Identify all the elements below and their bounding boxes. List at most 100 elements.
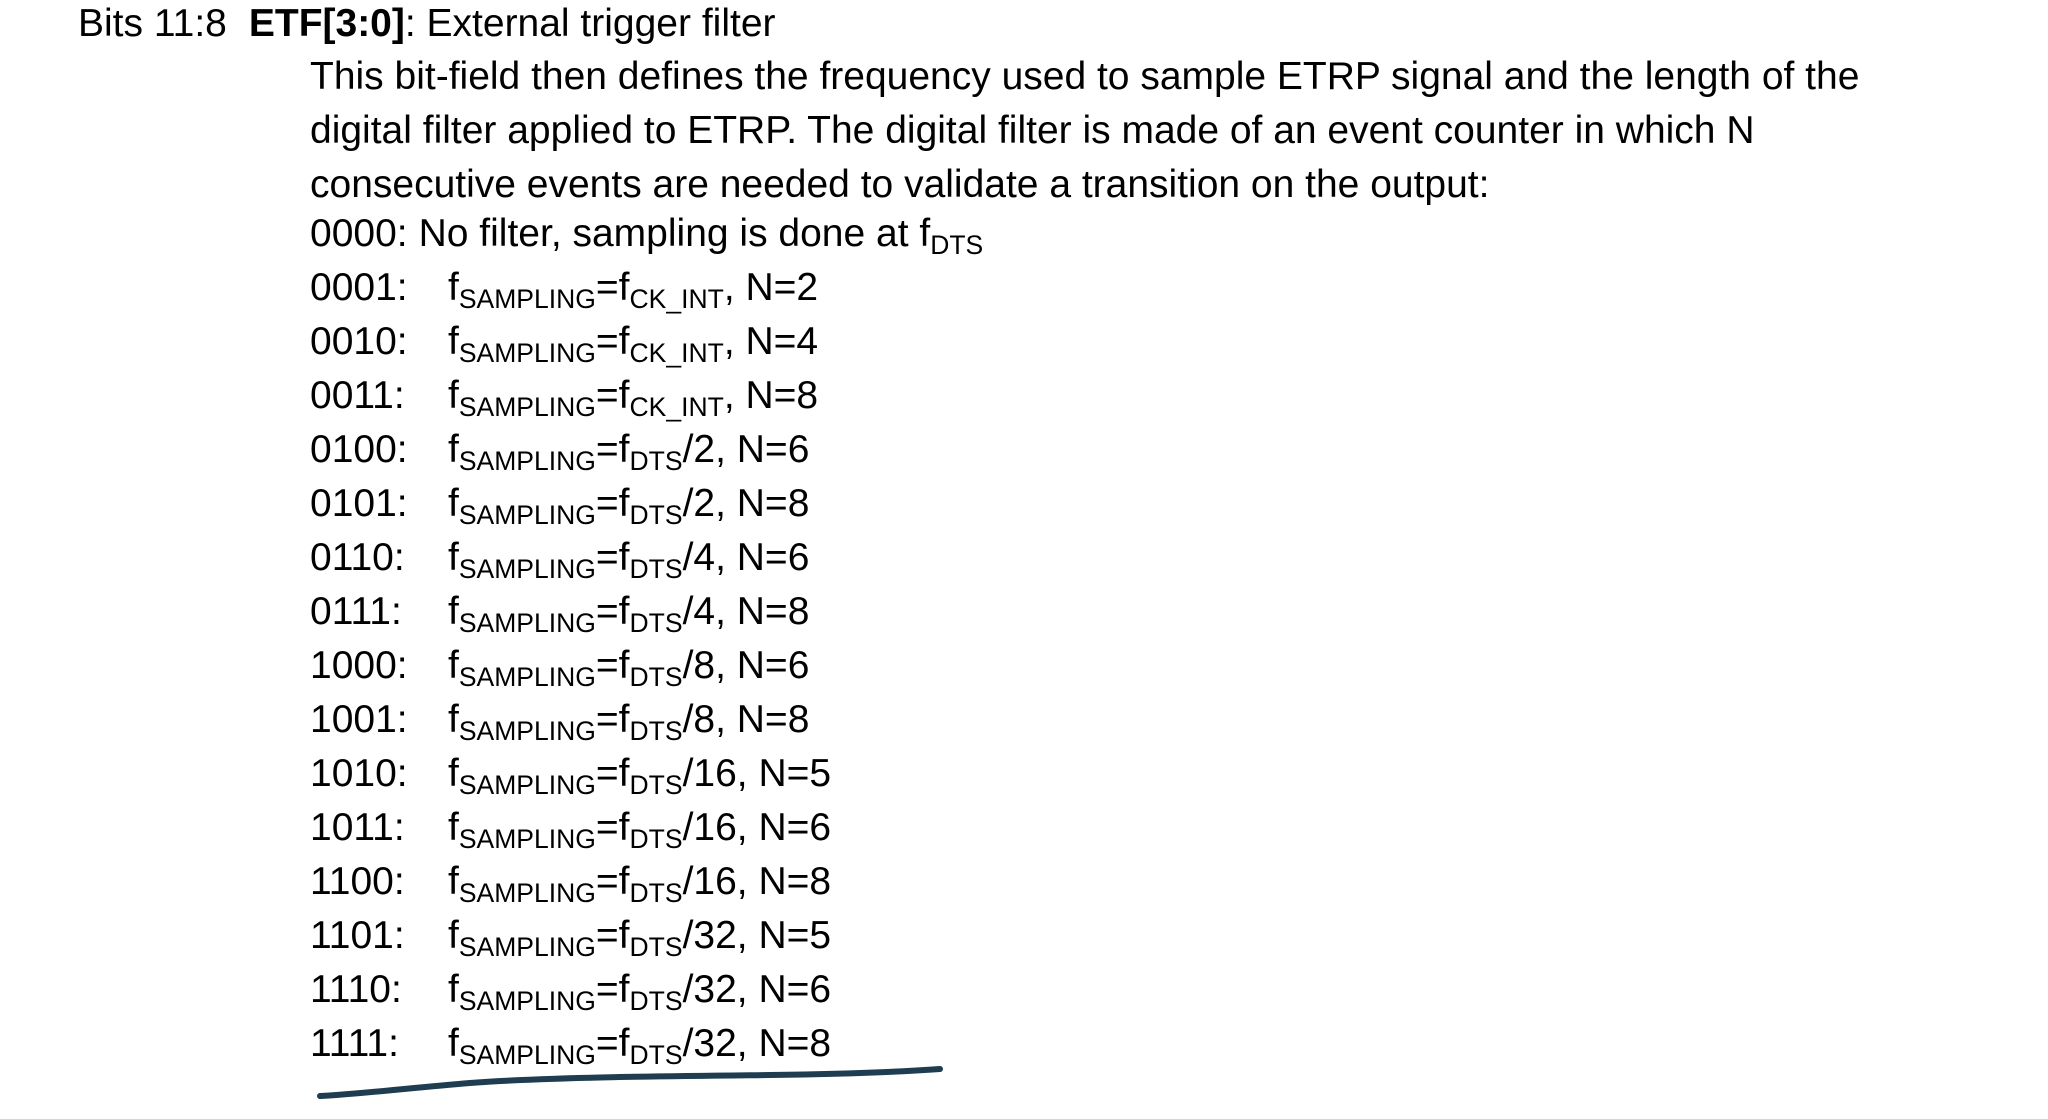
formula-subscript: CK_INT xyxy=(629,391,724,422)
formula-text: =f xyxy=(595,374,630,417)
encoding-description: fSAMPLING=fDTS/32, N=5 xyxy=(448,914,832,960)
formula-text: /16, N=6 xyxy=(682,806,832,849)
formula-subscript: DTS xyxy=(629,715,683,746)
encoding-code: 1001: xyxy=(310,698,408,741)
formula-text: f xyxy=(448,428,459,471)
formula-subscript: DTS xyxy=(629,931,683,962)
encoding-code: 1000: xyxy=(310,644,408,687)
formula-subscript: SAMPLING xyxy=(458,823,596,854)
encoding-description: fSAMPLING=fDTS/4, N=8 xyxy=(448,590,810,636)
formula-text: =f xyxy=(595,590,630,633)
formula-subscript: SAMPLING xyxy=(458,445,596,476)
formula-text: /32, N=6 xyxy=(682,968,832,1011)
formula-subscript: DTS xyxy=(629,985,683,1016)
encoding-description: fSAMPLING=fDTS/2, N=6 xyxy=(448,428,810,474)
formula-text: =f xyxy=(595,482,630,525)
encoding-row: 0001:fSAMPLING=fCK_INT, N=2 xyxy=(310,266,2010,320)
formula-text: =f xyxy=(595,806,630,849)
formula-subscript: DTS xyxy=(629,1039,683,1070)
formula-text: =f xyxy=(595,644,630,687)
formula-text: f xyxy=(448,590,459,633)
formula-subscript: SAMPLING xyxy=(458,391,596,422)
formula-text: =f xyxy=(595,320,630,363)
formula-text: f xyxy=(448,698,459,741)
encoding-description: fSAMPLING=fDTS/4, N=6 xyxy=(448,536,810,582)
encoding-row: 0110:fSAMPLING=fDTS/4, N=6 xyxy=(310,536,2010,590)
formula-text: , N=8 xyxy=(723,374,819,417)
formula-text: =f xyxy=(595,914,630,957)
formula-text: , N=2 xyxy=(723,266,819,309)
formula-text: /2, N=6 xyxy=(682,428,810,471)
formula-subscript: DTS xyxy=(629,445,683,476)
formula-text: f xyxy=(448,806,459,849)
formula-text: f xyxy=(448,266,459,309)
formula-text: =f xyxy=(595,752,630,795)
description-line: This bit-field then defines the frequenc… xyxy=(310,55,1860,98)
formula-text: /16, N=5 xyxy=(682,752,832,795)
description-line: consecutive events are needed to validat… xyxy=(310,163,1490,206)
formula-subscript: SAMPLING xyxy=(458,931,596,962)
bit-range-label: Bits 11:8 xyxy=(78,2,227,45)
formula-text: =f xyxy=(595,1022,630,1065)
formula-text: /32, N=5 xyxy=(682,914,832,957)
encoding-description: fSAMPLING=fDTS/16, N=5 xyxy=(448,752,832,798)
formula-subscript: SAMPLING xyxy=(458,769,596,800)
encoding-description: fSAMPLING=fDTS/16, N=8 xyxy=(448,860,832,906)
formula-text: /4, N=8 xyxy=(682,590,810,633)
encoding-row: 0101: fSAMPLING=fDTS/2, N=8 xyxy=(310,482,2010,536)
formula-subscript: DTS xyxy=(629,877,683,908)
encoding-row: 0100:fSAMPLING=fDTS/2, N=6 xyxy=(310,428,2010,482)
formula-subscript: DTS xyxy=(629,553,683,584)
encoding-row: 1110:fSAMPLING=fDTS/32, N=6 xyxy=(310,968,2010,1022)
encoding-description: fSAMPLING=fDTS/8, N=8 xyxy=(448,698,810,744)
formula-subscript: SAMPLING xyxy=(458,337,596,368)
encoding-row: 1001:fSAMPLING=fDTS/8, N=8 xyxy=(310,698,2010,752)
formula-text: =f xyxy=(595,428,630,471)
formula-text: f xyxy=(448,374,459,417)
formula-text: /16, N=8 xyxy=(682,860,832,903)
encoding-description: fSAMPLING=fCK_INT, N=4 xyxy=(448,320,819,366)
formula-text: /8, N=6 xyxy=(682,644,810,687)
encoding-description: fSAMPLING=fDTS/8, N=6 xyxy=(448,644,810,690)
formula-text: /2, N=8 xyxy=(682,482,810,525)
formula-text: =f xyxy=(595,266,630,309)
formula-text: /4, N=6 xyxy=(682,536,810,579)
encoding-row: 1100: fSAMPLING=fDTS/16, N=8 xyxy=(310,860,2010,914)
encoding-row: 0010:fSAMPLING=fCK_INT, N=4 xyxy=(310,320,2010,374)
formula-text: f xyxy=(448,752,459,795)
formula-subscript: DTS xyxy=(930,229,984,260)
formula-text: f xyxy=(448,968,459,1011)
formula-subscript: SAMPLING xyxy=(458,715,596,746)
encoding-row: 0011:fSAMPLING=fCK_INT, N=8 xyxy=(310,374,2010,428)
encoding-description: fSAMPLING=fDTS/16, N=6 xyxy=(448,806,832,852)
encoding-code: 1111: xyxy=(310,1022,399,1065)
formula-subscript: DTS xyxy=(629,607,683,638)
formula-subscript: SAMPLING xyxy=(458,553,596,584)
formula-subscript: SAMPLING xyxy=(458,1039,596,1070)
formula-subscript: SAMPLING xyxy=(458,877,596,908)
formula-text: /8, N=8 xyxy=(682,698,810,741)
encoding-description: No filter, sampling is done at fDTS xyxy=(419,212,984,258)
formula-subscript: SAMPLING xyxy=(458,607,596,638)
formula-text: f xyxy=(448,536,459,579)
encoding-row: 1000: fSAMPLING=fDTS/8, N=6 xyxy=(310,644,2010,698)
encoding-description: fSAMPLING=fCK_INT, N=8 xyxy=(448,374,819,420)
formula-subscript: DTS xyxy=(629,823,683,854)
encoding-row: 1011: fSAMPLING=fDTS/16, N=6 xyxy=(310,806,2010,860)
formula-subscript: DTS xyxy=(629,769,683,800)
formula-text: f xyxy=(448,1022,459,1065)
encoding-description: fSAMPLING=fDTS/2, N=8 xyxy=(448,482,810,528)
formula-text: , N=4 xyxy=(723,320,819,363)
encoding-code: 0101: xyxy=(310,482,408,525)
formula-text: =f xyxy=(595,860,630,903)
formula-text: f xyxy=(448,914,459,957)
formula-subscript: SAMPLING xyxy=(458,661,596,692)
formula-text: f xyxy=(448,860,459,903)
encoding-code: 0111: xyxy=(310,590,402,633)
formula-text: =f xyxy=(595,536,630,579)
encoding-code: 1011: xyxy=(310,806,405,849)
formula-subscript: CK_INT xyxy=(629,283,724,314)
formula-text: f xyxy=(448,644,459,687)
encoding-row: 1010:fSAMPLING=fDTS/16, N=5 xyxy=(310,752,2010,806)
encoding-code: 1100: xyxy=(310,860,405,903)
